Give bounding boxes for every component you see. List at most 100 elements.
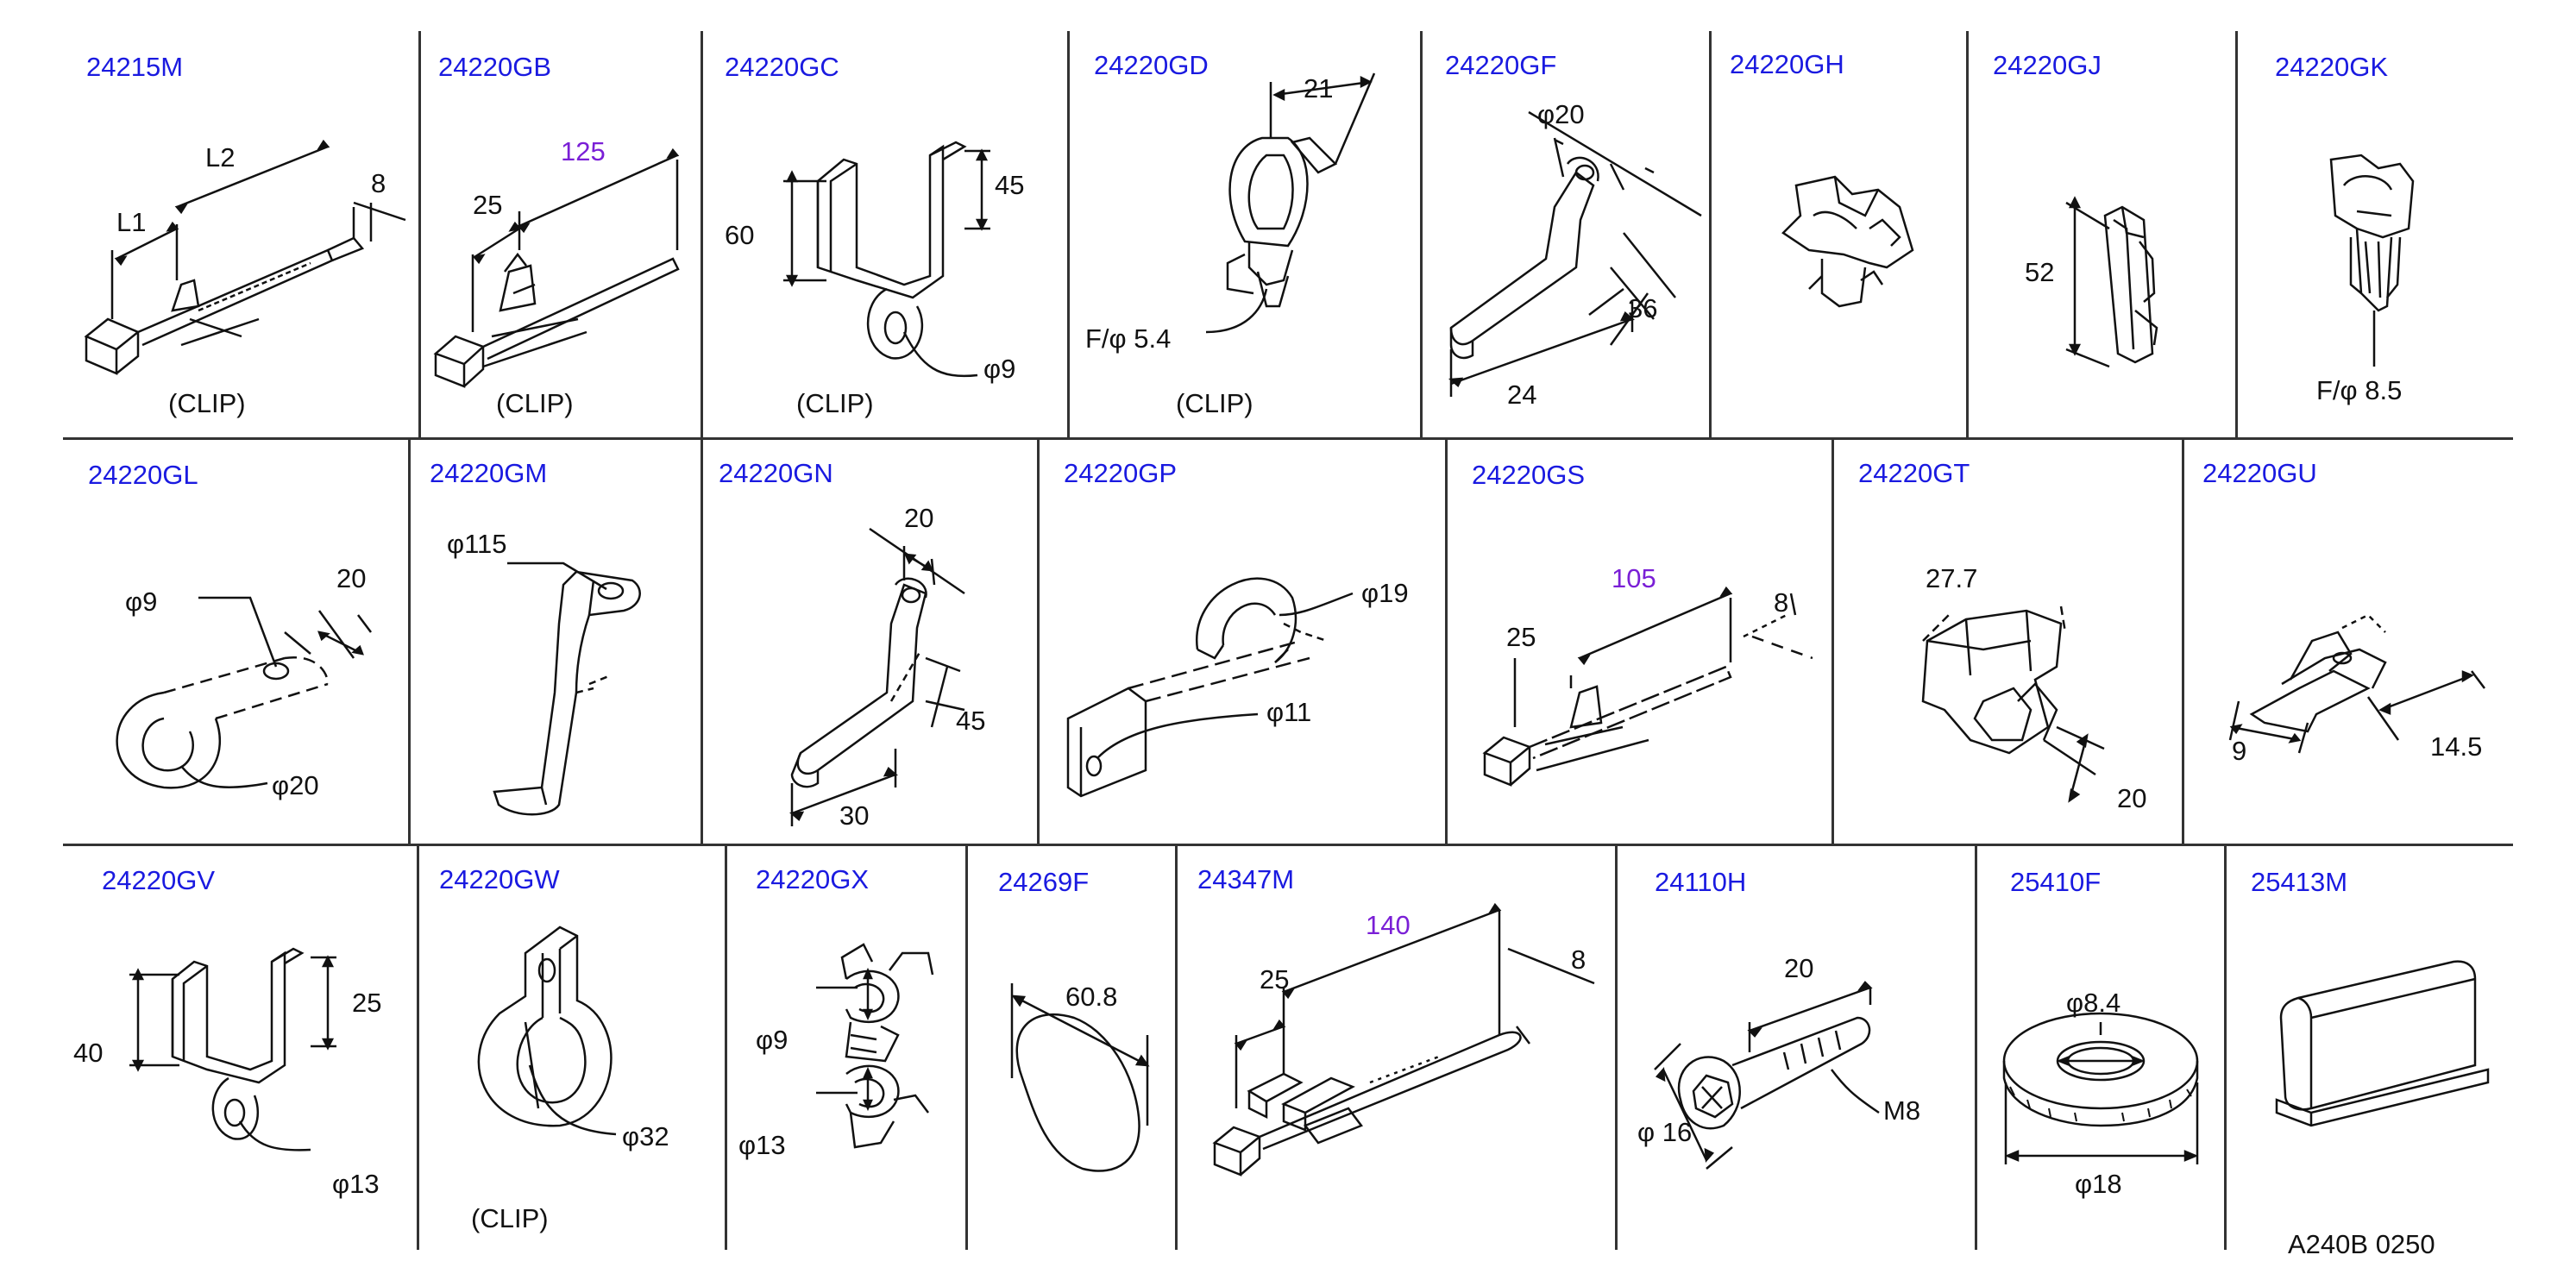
dimension-label: 20 <box>1784 953 1814 983</box>
bolt-drawing <box>1620 850 1971 1248</box>
part-cell-24220gw[interactable]: 24220GW φ32 (CLIP) <box>422 850 721 1248</box>
column-divider <box>2235 31 2238 437</box>
part-cell-24110h[interactable]: 24110H 20 φ 16 M8 <box>1620 850 1971 1248</box>
dimension-label-highlight: 105 <box>1612 563 1656 593</box>
dimension-label-highlight: 140 <box>1366 910 1411 940</box>
part-caption: (CLIP) <box>168 388 246 418</box>
dimension-label: 36 <box>1628 293 1658 323</box>
column-divider <box>1975 846 1977 1250</box>
part-cell-24220gd[interactable]: 24220GD 21 F/φ 5.4 (CLIP) <box>1072 35 1416 431</box>
angle-bracket-drawing <box>706 442 1034 841</box>
part-cell-24215m[interactable]: 24215M L2 L1 8 (CLIP) <box>69 35 414 431</box>
part-cell-24220gx[interactable]: 24220GX φ9 φ13 <box>730 850 962 1248</box>
dimension-label: 27.7 <box>1926 563 1978 593</box>
dimension-label: 21 <box>1304 73 1334 104</box>
column-divider <box>1615 846 1618 1250</box>
part-number: 24215M <box>86 52 184 82</box>
column-divider <box>408 440 411 844</box>
push-clip-drawing <box>1072 35 1416 431</box>
dimension-label: φ13 <box>332 1169 380 1199</box>
dimension-label: 45 <box>956 706 986 736</box>
part-number: 24220GC <box>725 52 839 82</box>
push-clip-drawing <box>2240 35 2513 431</box>
double-clip-drawing <box>730 850 962 1248</box>
cable-tie-clip-drawing <box>423 35 697 431</box>
part-cell-24220gu[interactable]: 24220GU 9 14.5 <box>2187 442 2515 841</box>
dimension-label: 20 <box>336 563 367 593</box>
washer-drawing <box>1980 850 2221 1248</box>
column-divider <box>965 846 968 1250</box>
dimension-label: L1 <box>116 207 147 237</box>
part-cell-24220gv[interactable]: 24220GV 40 25 φ13 <box>69 850 414 1248</box>
u-bracket-clip-drawing <box>69 850 414 1248</box>
part-number: 24220GU <box>2202 458 2317 488</box>
column-divider <box>725 846 727 1250</box>
dimension-label: 8 <box>1571 944 1586 975</box>
dimension-label: 20 <box>904 503 934 533</box>
part-cell-24220gs[interactable]: 24220GS 105 8 25 <box>1450 442 1828 841</box>
part-caption: (CLIP) <box>496 388 574 418</box>
part-number: 24220GM <box>430 458 548 488</box>
column-divider <box>2224 846 2227 1250</box>
column-divider <box>1709 31 1712 437</box>
part-cell-24220gp[interactable]: 24220GP φ19 φ11 <box>1042 442 1442 841</box>
dimension-label: φ9 <box>983 354 1016 384</box>
column-divider <box>1067 31 1070 437</box>
dimension-label: φ13 <box>738 1130 786 1160</box>
dimension-label: 14.5 <box>2430 731 2483 762</box>
dimension-label-highlight: 125 <box>561 136 606 166</box>
pipe-clip-drawing <box>1714 35 1963 431</box>
dimension-label: φ20 <box>272 770 319 800</box>
part-cell-24220gm[interactable]: 24220GM φ115 <box>412 442 697 841</box>
cable-tie-mount-drawing <box>1180 850 1612 1248</box>
part-cell-25413m[interactable]: 25413M <box>2229 850 2514 1248</box>
part-cell-25410f[interactable]: 25410F φ8.4 φ18 <box>1980 850 2221 1248</box>
part-cell-24220gh[interactable]: 24220GH <box>1714 35 1963 431</box>
dimension-label: F/φ 8.5 <box>2316 375 2403 405</box>
dimension-label: 60 <box>725 220 755 250</box>
part-cell-24220gf[interactable]: 24220GF φ20 36 24 <box>1425 35 1706 431</box>
dimension-label: M8 <box>1883 1095 1921 1126</box>
column-divider <box>1420 31 1423 437</box>
dimension-label: φ115 <box>447 529 507 559</box>
part-number: 24220GJ <box>1993 50 2102 80</box>
part-number: 24220GV <box>102 865 215 895</box>
cable-tie-clip-drawing <box>69 35 414 431</box>
dimension-label: 20 <box>2117 783 2147 813</box>
dimension-label: φ32 <box>622 1121 669 1151</box>
part-number: 24220GP <box>1064 458 1177 488</box>
part-cell-24220gn[interactable]: 24220GN 20 45 30 <box>706 442 1034 841</box>
column-divider <box>1037 440 1040 844</box>
part-caption: (CLIP) <box>1176 388 1253 418</box>
dimension-label: 60.8 <box>1065 982 1118 1012</box>
dimension-label: φ18 <box>2075 1169 2122 1199</box>
part-number: 24220GW <box>439 864 560 894</box>
drawing-code: A240B 0250 <box>2288 1229 2435 1259</box>
u-bracket-clip-drawing <box>706 35 1063 431</box>
harness-clip-drawing <box>1971 35 2232 431</box>
part-number: 24220GH <box>1730 49 1844 79</box>
cap-drawing <box>2229 850 2514 1248</box>
dimension-label: φ8.4 <box>2066 988 2121 1018</box>
part-cell-24269f[interactable]: 24269F 60.8 <box>971 850 1172 1248</box>
part-cell-24220gt[interactable]: 24220GT 27.7 20 <box>1837 442 2178 841</box>
part-number: 24220GT <box>1858 458 1970 488</box>
part-number: 24220GX <box>756 864 869 894</box>
part-cell-24220gk[interactable]: 24220GK F/φ 8.5 <box>2240 35 2513 431</box>
pipe-bracket-drawing <box>1042 442 1442 841</box>
dimension-label: φ20 <box>1537 99 1585 129</box>
part-cell-24220gc[interactable]: 24220GC 45 60 φ9 (CLIP) <box>706 35 1063 431</box>
column-divider <box>417 846 419 1250</box>
part-cell-24220gj[interactable]: 24220GJ 52 <box>1971 35 2232 431</box>
dimension-label: 25 <box>1260 964 1290 995</box>
part-cell-24220gb[interactable]: 24220GB 125 25 (CLIP) <box>423 35 697 431</box>
part-number: 24110H <box>1655 867 1747 897</box>
part-cell-24347m[interactable]: 24347M 140 25 8 <box>1180 850 1612 1248</box>
dimension-label: 8 <box>1774 587 1789 618</box>
dimension-label: 24 <box>1507 380 1537 410</box>
clip-drawing <box>2187 442 2515 841</box>
row-divider <box>63 437 2513 440</box>
part-cell-24220gl[interactable]: 24220GL φ9 20 φ20 <box>69 442 405 841</box>
part-number: 24220GN <box>719 458 833 488</box>
